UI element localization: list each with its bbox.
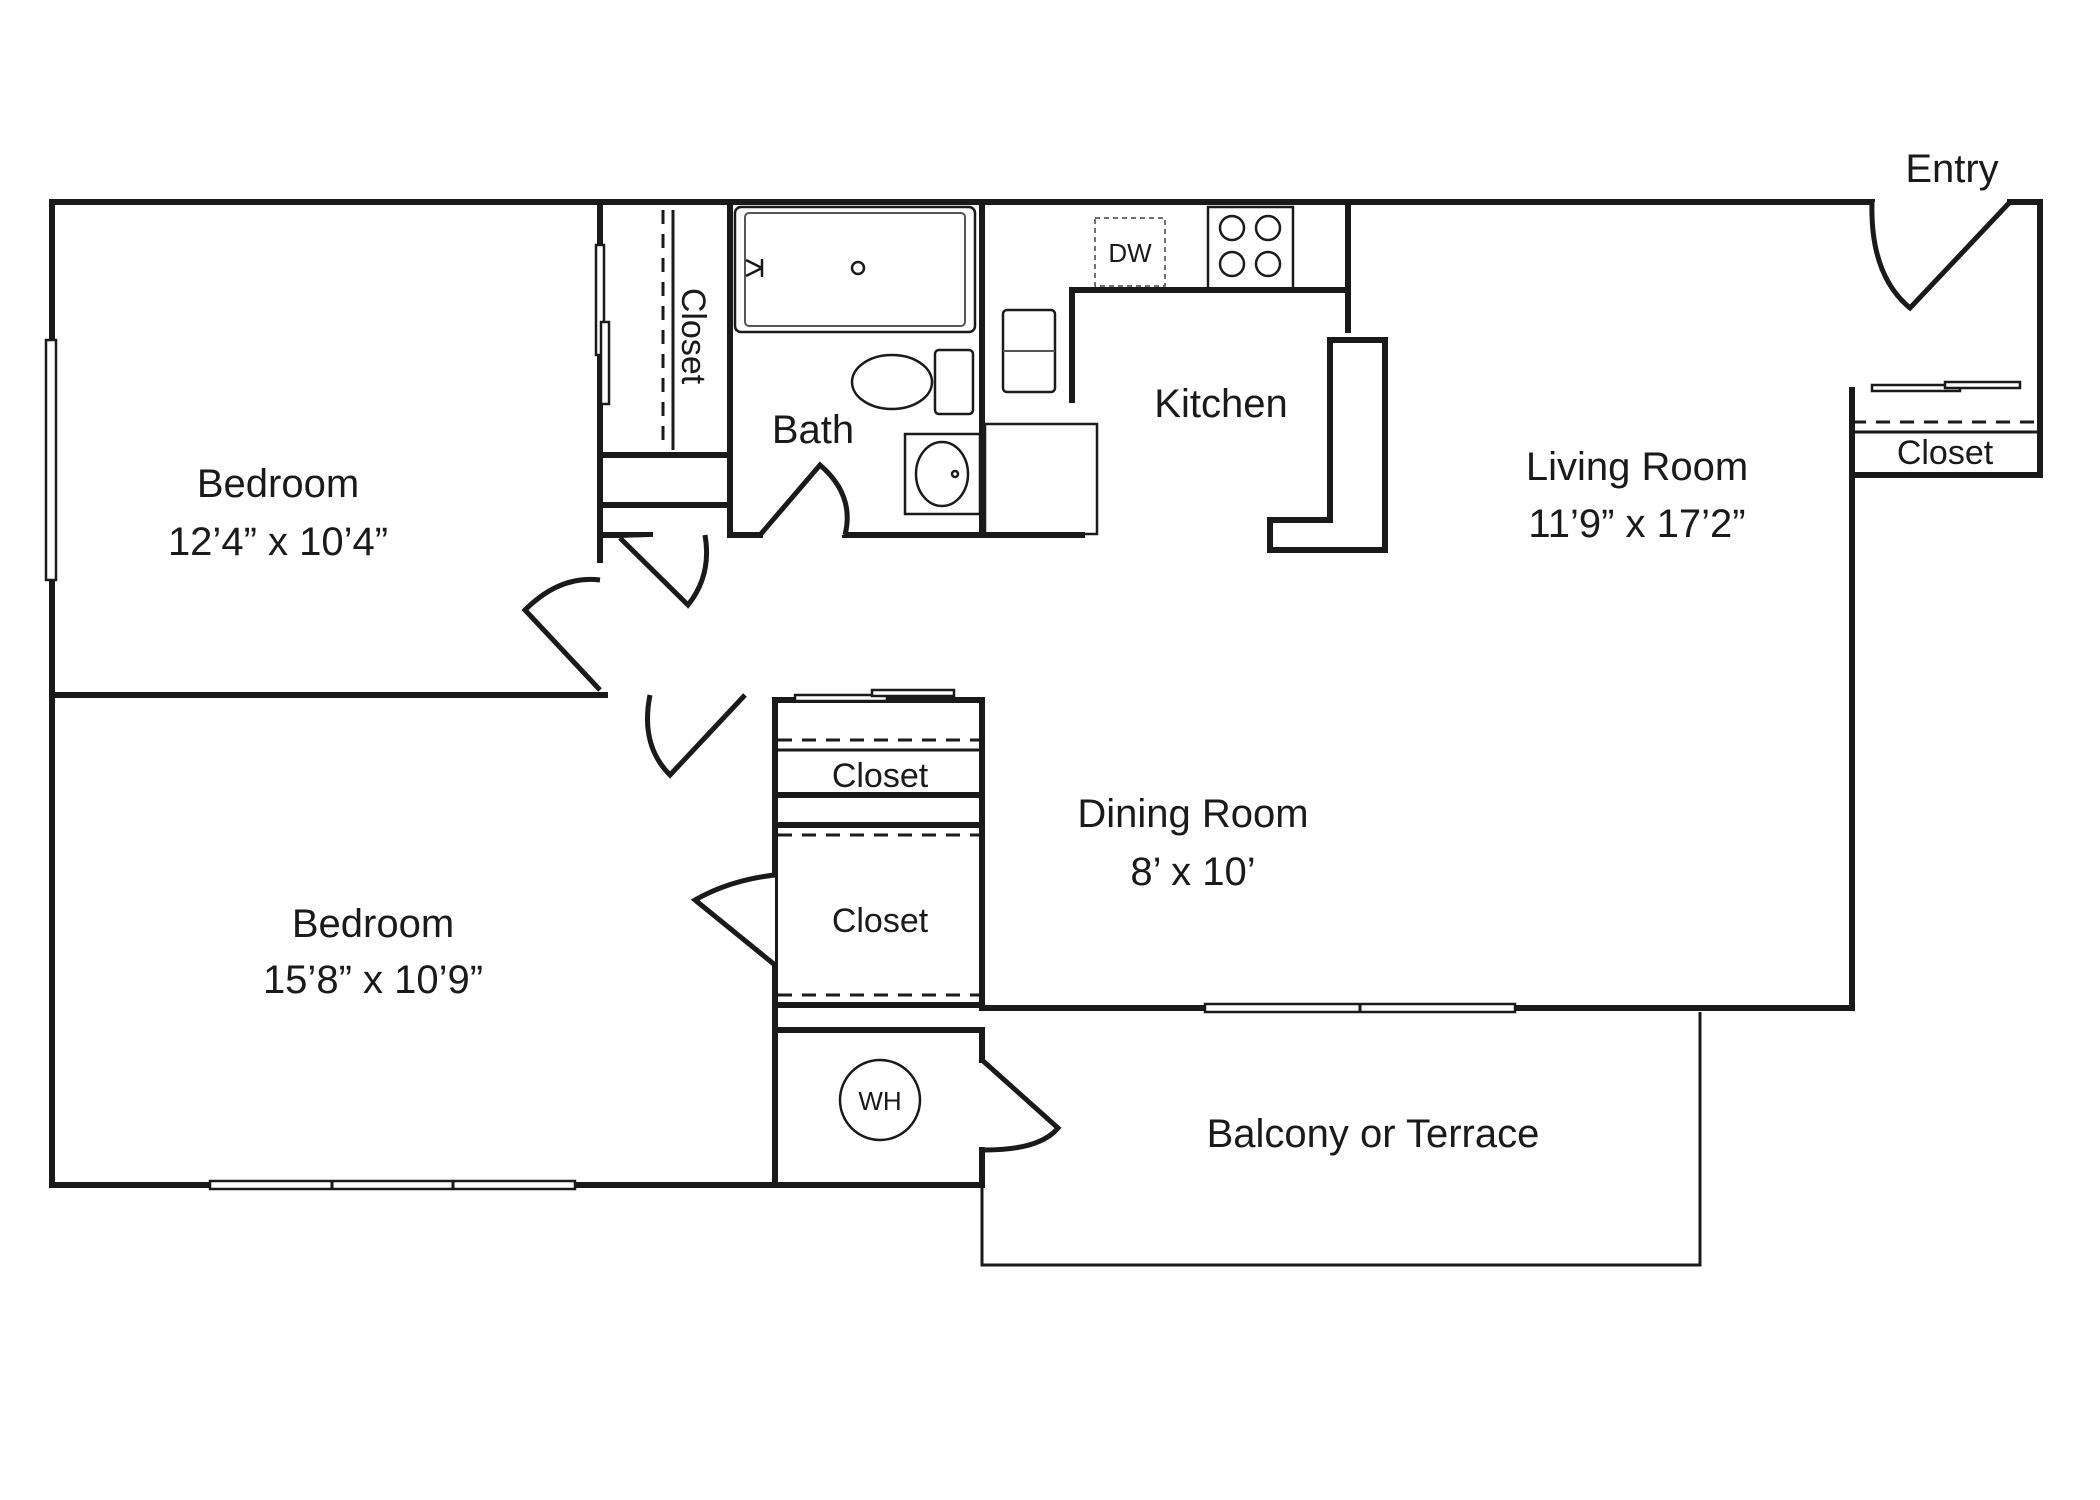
living-room-dims: 11’9” x 17’2” xyxy=(1528,502,1745,546)
water-heater xyxy=(838,1058,922,1142)
bath-fixtures xyxy=(733,205,982,516)
entry-closet-label: Closet xyxy=(1897,434,1994,472)
burner-icon xyxy=(1254,250,1282,278)
kitchen-label: Kitchen xyxy=(1154,382,1287,426)
bedroom1-name: Bedroom xyxy=(197,462,359,506)
toilet-bowl-icon xyxy=(850,353,934,411)
dining-room-dims: 8’ x 10’ xyxy=(1130,850,1255,894)
linen-door[interactable] xyxy=(618,534,710,609)
bedroom1-door[interactable] xyxy=(521,576,602,692)
hall-closet-label: Closet xyxy=(832,757,929,795)
window-bedroom1 xyxy=(44,338,58,582)
balcony-label: Balcony or Terrace xyxy=(1207,1112,1540,1156)
exterior-walls xyxy=(49,199,2043,1267)
dishwasher-label: DW xyxy=(1108,238,1152,268)
kitchen-fixtures xyxy=(838,205,1295,1142)
bathtub xyxy=(733,205,977,334)
bedroom2-dims: 15’8” x 10’9” xyxy=(263,958,483,1002)
water-heater-label: WH xyxy=(858,1086,901,1116)
burner-icon xyxy=(1254,214,1282,242)
water-heater-door[interactable] xyxy=(980,1058,1062,1153)
stove xyxy=(1206,205,1295,291)
bath-vanity xyxy=(903,432,982,516)
dining-room-name: Dining Room xyxy=(1077,792,1308,836)
tub-drain-icon xyxy=(850,260,866,276)
doors xyxy=(521,200,2012,1153)
window-bedroom2 xyxy=(208,1179,577,1191)
sliding-doors xyxy=(594,243,2022,703)
tub-faucet-icon xyxy=(745,258,764,278)
burner-icon xyxy=(1218,214,1246,242)
burner-icon xyxy=(1218,250,1246,278)
living-room-name: Living Room xyxy=(1526,445,1748,489)
toilet-tank-icon xyxy=(933,348,975,416)
bedroom1-closet-label: Closet xyxy=(674,288,712,385)
bath-door[interactable] xyxy=(758,461,850,537)
bedroom1-dims: 12’4” x 10’4” xyxy=(168,520,388,564)
bedroom2-closet-door[interactable] xyxy=(690,872,777,967)
bath-label: Bath xyxy=(772,408,854,452)
refrigerator xyxy=(983,422,1099,536)
dishwasher xyxy=(1094,217,1166,287)
bedroom2-closet-label: Closet xyxy=(832,902,929,940)
entry-label: Entry xyxy=(1905,147,1998,191)
closet-rods xyxy=(661,210,2040,997)
entry-door[interactable] xyxy=(1869,200,2012,312)
bedroom2-name: Bedroom xyxy=(292,902,454,946)
windows xyxy=(44,338,1517,1191)
bedroom2-door[interactable] xyxy=(645,693,747,779)
bath-sink-icon xyxy=(914,440,970,508)
labels: Entry Bedroom 12’4” x 10’4” Bedroom 15’8… xyxy=(168,147,1999,1156)
